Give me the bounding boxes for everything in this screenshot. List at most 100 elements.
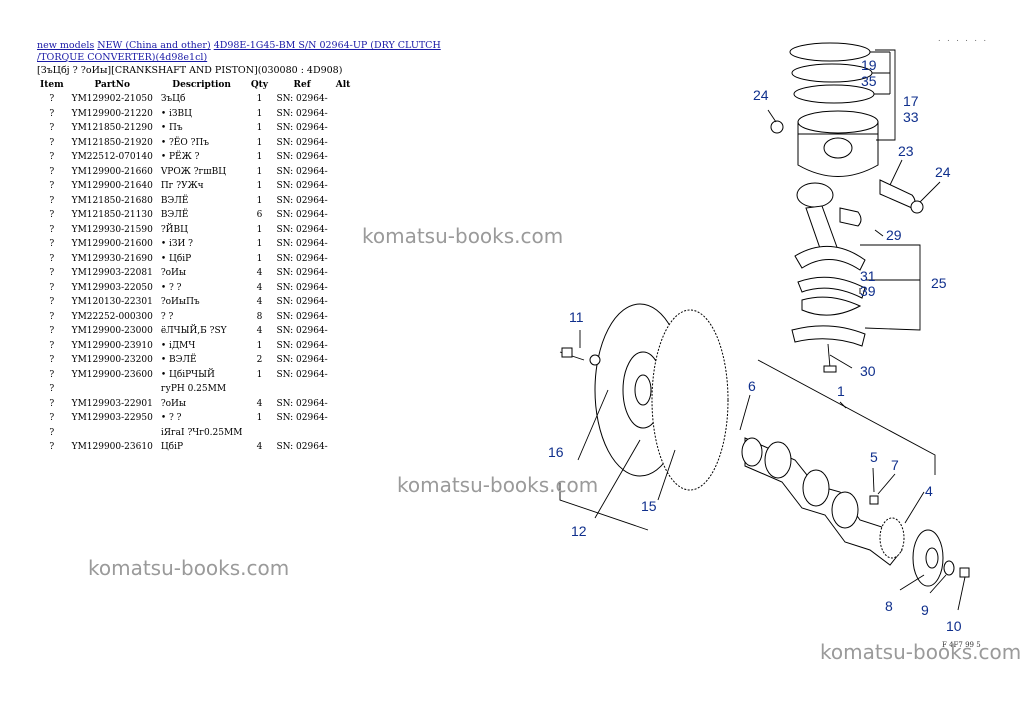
cell-partno: YM129930-21590 xyxy=(71,224,153,235)
cell-description: ?ЙВЦ xyxy=(160,224,188,235)
cell-item: ? xyxy=(49,253,55,264)
section-title: [ЗъЦбј ? ?оИы][CRANKSHAFT AND PISTON](03… xyxy=(37,65,343,76)
cell-partno: YM129900-23910 xyxy=(71,340,153,351)
breadcrumb-link-new-models[interactable]: new models xyxy=(37,40,95,51)
cell-ref: SN: 02964- xyxy=(276,224,328,235)
key xyxy=(869,495,879,505)
callout-19: 19 xyxy=(861,57,877,73)
callout-39: 39 xyxy=(860,283,876,299)
cell-item: ? xyxy=(49,427,55,438)
rod-bolt xyxy=(827,343,831,369)
cell-ref: SN: 02964- xyxy=(276,137,328,148)
callout-30: 30 xyxy=(860,363,876,379)
cell-alt xyxy=(332,194,355,209)
figure-number: F 4F7 99 5 xyxy=(942,641,981,649)
cell-qty: 1 xyxy=(256,152,263,163)
cell-qty: 4 xyxy=(256,268,263,279)
callout-33: 33 xyxy=(903,109,919,125)
exploded-parts-diagram: 19 35 17 33 24 23 24 29 25 31 39 30 11 6… xyxy=(548,42,970,634)
column-header-qty: Qty xyxy=(250,80,269,90)
cell-alt xyxy=(332,223,355,238)
cell-item: ? xyxy=(49,384,55,395)
bearing-upper xyxy=(797,276,866,299)
callout-8: 8 xyxy=(885,598,893,614)
cell-description: • ? ? xyxy=(160,282,182,293)
callout-7: 7 xyxy=(891,457,899,473)
cell-partno: YM129900-23600 xyxy=(71,369,153,380)
cell-partno: YM129902-21050 xyxy=(71,94,153,105)
cell-qty: 1 xyxy=(256,137,263,148)
cell-ref: SN: 02964- xyxy=(276,123,328,134)
callout-12: 12 xyxy=(571,523,587,539)
cell-description: • РЁЖ ? xyxy=(160,152,200,163)
cell-ref: SN: 02964- xyxy=(276,253,328,264)
cell-item: ? xyxy=(49,108,55,119)
cell-partno: YM129900-21640 xyxy=(71,181,153,192)
piston-pin xyxy=(879,179,916,209)
parts-table: Item PartNo Description Qty Ref Alt ?YM1… xyxy=(36,78,354,455)
watermark: komatsu-books.com xyxy=(397,473,599,497)
cell-ref: SN: 02964- xyxy=(276,108,328,119)
cell-qty: 1 xyxy=(256,94,263,105)
cell-ref: SN: 02964- xyxy=(276,152,328,163)
callout-24-right: 24 xyxy=(935,164,951,180)
piston xyxy=(797,110,879,177)
cell-alt xyxy=(332,266,355,281)
cell-qty: 1 xyxy=(256,369,263,380)
cell-qty: 2 xyxy=(256,355,263,366)
cell-alt xyxy=(332,136,355,151)
cell-description: • ЦбіРЧЫЙ xyxy=(160,369,215,380)
table-row: ?гуРН 0.25MM xyxy=(36,382,354,397)
cell-ref: SN: 02964- xyxy=(276,326,328,337)
table-row: ?іЯгаI ?Чг0.25MM xyxy=(36,426,354,441)
cell-qty: 4 xyxy=(256,326,263,337)
cell-description: • ЦбіР xyxy=(160,253,192,264)
callout-24-left: 24 xyxy=(753,87,769,103)
piston-ring-middle xyxy=(791,63,873,83)
cell-qty: 1 xyxy=(256,224,263,235)
cell-ref xyxy=(272,382,331,397)
cell-ref xyxy=(272,426,331,441)
cell-alt xyxy=(332,426,355,441)
cell-description: ?оИы xyxy=(160,268,187,279)
cell-item: ? xyxy=(49,137,55,148)
cell-qty: 6 xyxy=(256,210,263,221)
cell-qty: 1 xyxy=(256,340,263,351)
cell-qty: 4 xyxy=(256,442,263,453)
cell-description: • іДМЧ xyxy=(160,340,196,351)
callout-29: 29 xyxy=(886,227,902,243)
cell-partno: YM129900-21660 xyxy=(71,166,153,177)
cell-qty: 1 xyxy=(256,108,263,119)
ring-gear xyxy=(651,309,729,491)
corner-dots: . . . . . . xyxy=(938,34,988,43)
cell-partno: YM120130-22301 xyxy=(71,297,153,308)
cell-description: Пг ?УЖч xyxy=(160,181,204,192)
cell-item: ? xyxy=(49,326,55,337)
cell-qty: 8 xyxy=(256,311,263,322)
flywheel-bolt xyxy=(559,347,601,366)
cell-ref: SN: 02964- xyxy=(276,166,328,177)
breadcrumb-link-region[interactable]: NEW (China and other) xyxy=(97,40,211,51)
cell-description: ? ? xyxy=(160,311,174,322)
cell-ref: SN: 02964- xyxy=(276,398,328,409)
breadcrumb-link-model[interactable]: 4D98E-1G45-BM S/N 02964-UP (DRY CLUTCH /… xyxy=(37,40,441,63)
snap-ring-left xyxy=(770,120,784,134)
cell-alt xyxy=(332,440,355,455)
cell-description: ?оИыПъ xyxy=(160,297,200,308)
callout-35: 35 xyxy=(861,73,877,89)
cell-qty: 1 xyxy=(256,181,263,192)
piston-ring-top xyxy=(789,42,871,62)
cell-description: VРОЖ ?гшВЦ xyxy=(160,166,227,177)
column-header-partno: PartNo xyxy=(94,80,130,90)
cell-alt xyxy=(332,150,355,165)
callout-4: 4 xyxy=(925,483,933,499)
breadcrumb: new models NEW (China and other) 4D98E-1… xyxy=(37,40,457,64)
